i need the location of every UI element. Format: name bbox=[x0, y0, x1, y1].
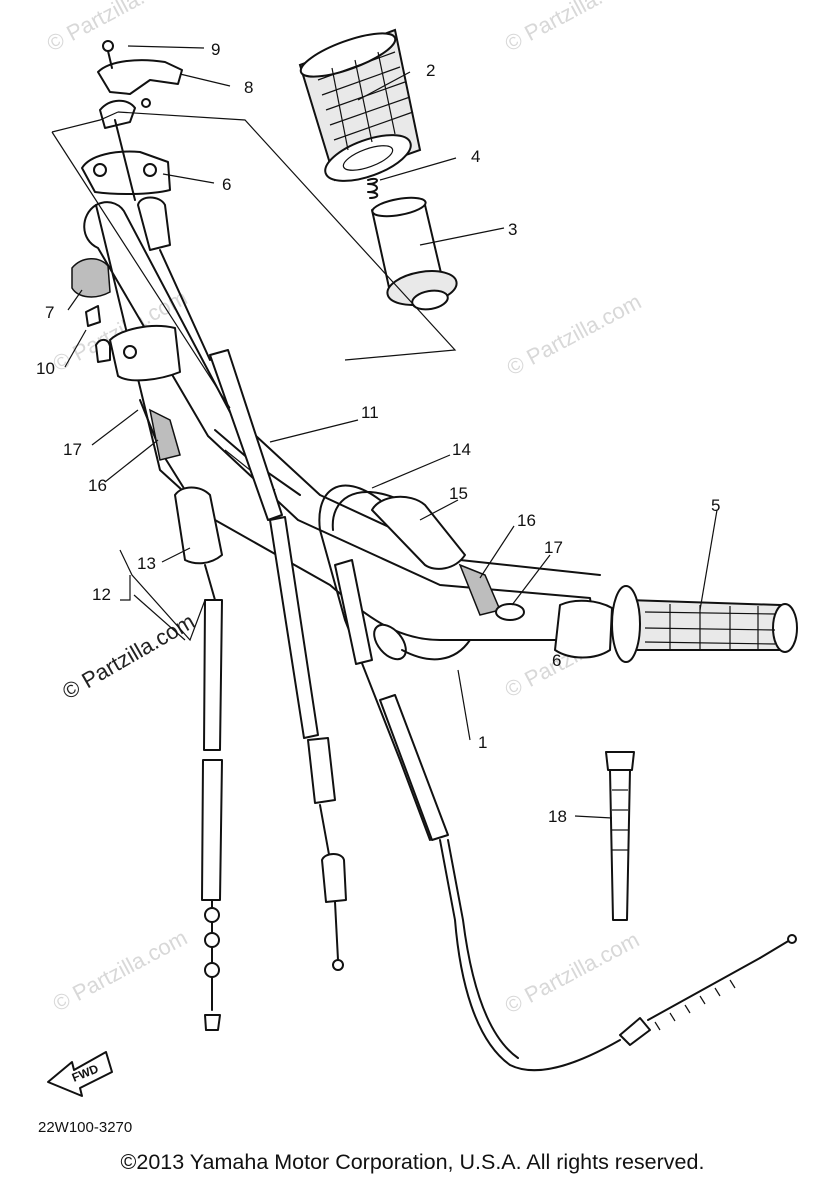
cable-tie bbox=[605, 751, 635, 921]
callout-9: 9 bbox=[211, 40, 220, 59]
copyright-notice: ©2013 Yamaha Motor Corporation, U.S.A. A… bbox=[120, 1150, 705, 1174]
lever-holder bbox=[71, 258, 111, 363]
starter-cable bbox=[139, 399, 223, 1031]
throttle-housing bbox=[81, 40, 183, 196]
callout-12: 12 bbox=[92, 585, 111, 604]
callout-8: 8 bbox=[244, 78, 253, 97]
callout-15: 15 bbox=[449, 484, 468, 503]
callout-1: 1 bbox=[478, 733, 487, 752]
callout-16: 16 bbox=[517, 511, 536, 530]
callout-5: 5 bbox=[711, 496, 720, 515]
callout-17: 17 bbox=[63, 440, 82, 459]
callout-13: 13 bbox=[137, 554, 156, 573]
throttle-grip bbox=[298, 28, 422, 182]
callout-3: 3 bbox=[508, 220, 517, 239]
callout-labels: 1 2 3 4 5 6 6 7 8 9 10 11 12 13 14 15 16… bbox=[36, 40, 720, 826]
handlebar-clamp bbox=[109, 324, 181, 382]
spring bbox=[367, 177, 379, 199]
clutch-cable bbox=[318, 484, 797, 1072]
callout-4: 4 bbox=[471, 147, 480, 166]
callout-16: 16 bbox=[88, 476, 107, 495]
watermark: © Partzilla.com bbox=[43, 0, 186, 56]
callout-17: 17 bbox=[544, 538, 563, 557]
left-grip bbox=[554, 585, 798, 663]
leader-lines bbox=[64, 45, 718, 819]
callout-2: 2 bbox=[426, 61, 435, 80]
assembly-outline bbox=[51, 111, 457, 642]
callout-10: 10 bbox=[36, 359, 55, 378]
watermark: © Partzilla.com bbox=[501, 0, 644, 56]
watermark: © Partzilla.com bbox=[503, 289, 646, 381]
callout-7: 7 bbox=[45, 303, 54, 322]
diagram-code: 22W100-3270 bbox=[38, 1119, 132, 1136]
callout-6: 6 bbox=[552, 651, 561, 670]
fwd-arrow-icon: FWD bbox=[47, 1051, 113, 1097]
callout-11: 11 bbox=[361, 403, 379, 422]
watermark-dark: © Partzilla.com bbox=[58, 609, 199, 705]
callout-14: 14 bbox=[452, 440, 471, 459]
throttle-sleeve bbox=[371, 196, 458, 311]
watermark: © Partzilla.com bbox=[49, 925, 192, 1017]
callout-6: 6 bbox=[222, 175, 231, 194]
throttle-cable bbox=[114, 119, 347, 971]
callout-18: 18 bbox=[548, 807, 567, 826]
handlebar bbox=[83, 201, 601, 661]
watermark: © Partzilla.com bbox=[501, 927, 644, 1019]
